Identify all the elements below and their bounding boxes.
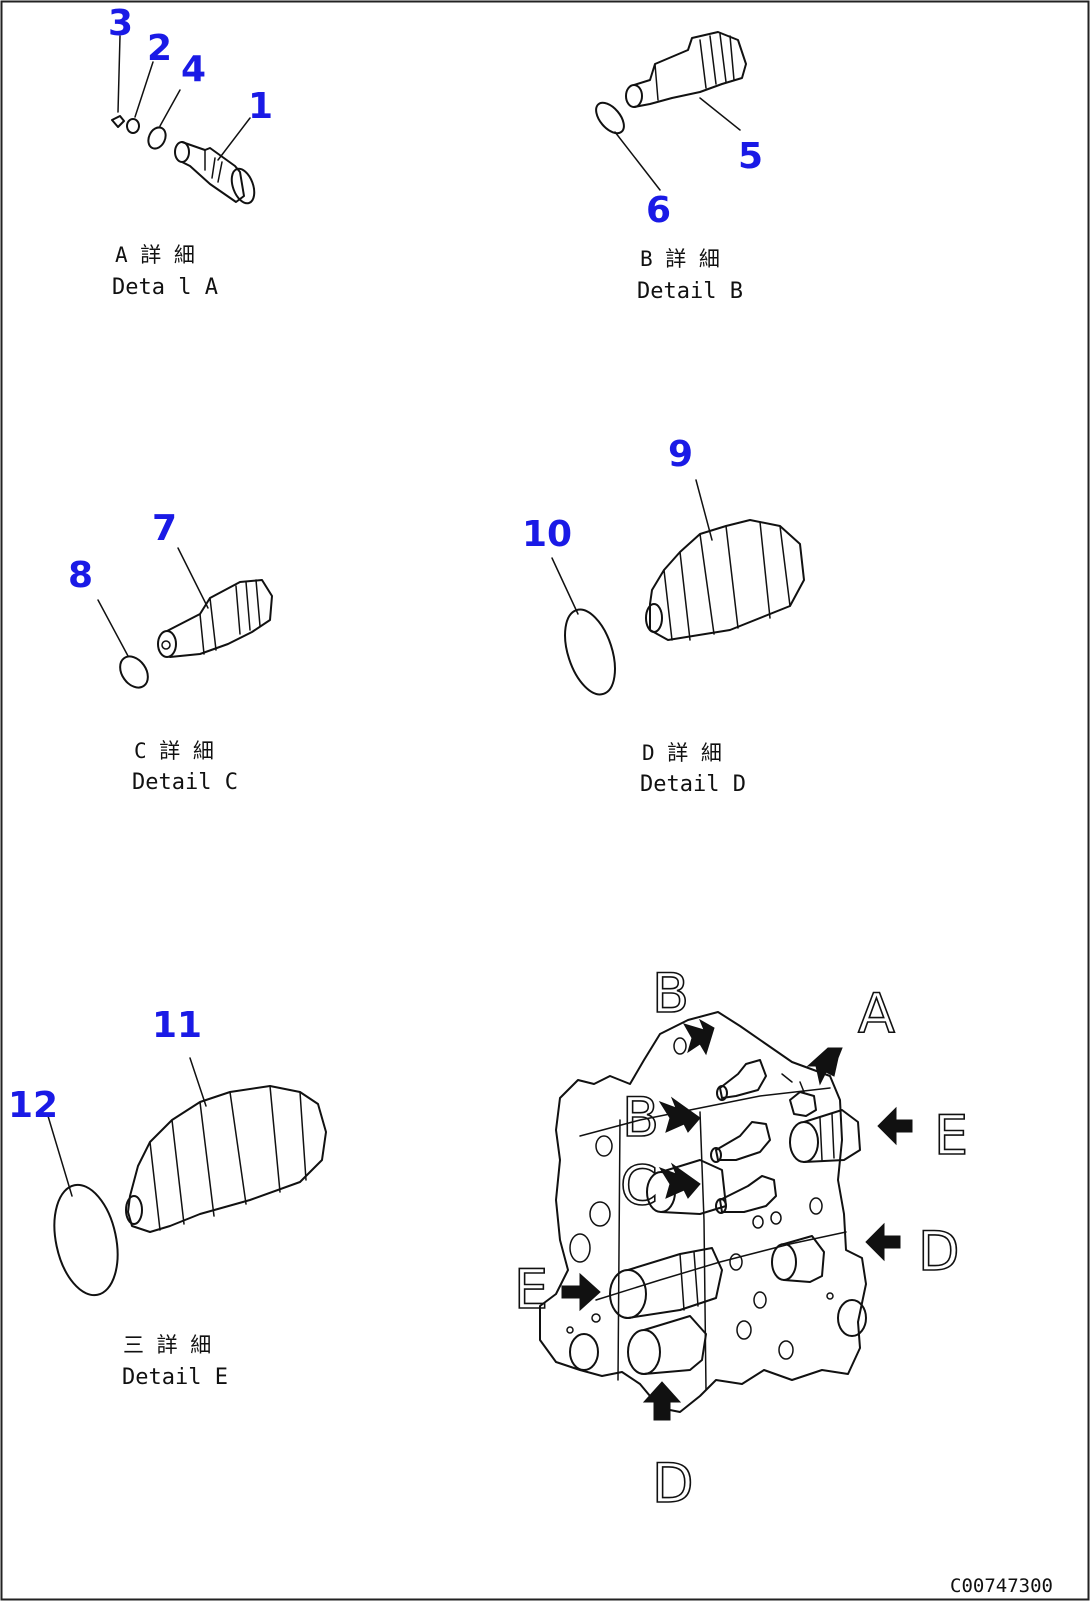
callout-2: 2 <box>147 28 172 69</box>
callout-12: 12 <box>8 1085 58 1126</box>
view-letter-d-right: D <box>918 1220 960 1283</box>
control-valve-assembly <box>539 1011 867 1413</box>
callout-7: 7 <box>152 508 177 549</box>
detail-d-caption-en: Detail D <box>640 772 746 797</box>
detail-b-leaders <box>614 97 741 191</box>
view-letter-b-top: B <box>652 962 689 1025</box>
detail-b-parts <box>595 31 747 135</box>
detail-d-leaders <box>551 479 713 615</box>
callout-1: 1 <box>248 86 273 127</box>
callout-10: 10 <box>522 514 572 555</box>
detail-d-caption-jp: D 詳 細 <box>642 741 722 765</box>
detail-a-caption-jp: A 詳 細 <box>115 243 195 267</box>
callout-9: 9 <box>668 434 693 475</box>
arrow-b-top <box>682 1018 715 1056</box>
view-letter-c: C <box>620 1154 658 1217</box>
arrow-a <box>806 1047 843 1086</box>
view-letter-d-bottom: D <box>652 1452 694 1515</box>
detail-a-leaders <box>117 35 251 161</box>
detail-e-caption-jp: 三 詳 細 <box>123 1333 211 1357</box>
drawing-code: C00747300 <box>950 1575 1053 1597</box>
arrow-d-right <box>865 1222 901 1262</box>
arrow-e-right <box>877 1106 913 1146</box>
view-letter-e-right: E <box>934 1104 968 1167</box>
view-letters: B A B E C D E D <box>513 961 969 1516</box>
detail-e-parts <box>53 1085 327 1297</box>
detail-e-leaders <box>47 1057 207 1197</box>
callout-numbers: 3 2 4 1 5 6 7 8 9 10 11 12 <box>8 3 763 1126</box>
detail-captions: A 詳 細 Deta l A B 詳 細 Detail B C 詳 細 Deta… <box>112 243 746 1390</box>
arrow-c <box>658 1162 701 1199</box>
detail-e-caption-en: Detail E <box>122 1365 228 1390</box>
callout-4: 4 <box>181 49 206 90</box>
detail-a-parts <box>111 115 256 205</box>
arrow-d-bottom <box>642 1381 682 1421</box>
detail-b-caption-jp: B 詳 細 <box>640 247 720 271</box>
callout-8: 8 <box>68 555 93 596</box>
view-letter-b-mid: B <box>622 1086 659 1149</box>
detail-d-parts <box>564 519 805 696</box>
view-arrows <box>561 1018 913 1421</box>
detail-c-leaders <box>97 547 209 657</box>
view-letter-e-left: E <box>514 1258 548 1321</box>
callout-6: 6 <box>646 190 671 231</box>
detail-b-caption-en: Detail B <box>637 279 743 304</box>
view-letter-a: A <box>858 982 895 1045</box>
detail-a-caption-en: Deta l A <box>112 275 218 300</box>
detail-c-caption-jp: C 詳 細 <box>134 739 214 763</box>
callout-11: 11 <box>152 1005 202 1046</box>
callout-5: 5 <box>738 136 763 177</box>
detail-c-parts <box>119 579 273 689</box>
callout-3: 3 <box>108 3 133 44</box>
arrow-b-mid <box>658 1096 701 1133</box>
arrow-e-left <box>561 1272 601 1312</box>
detail-c-caption-en: Detail C <box>132 770 238 795</box>
